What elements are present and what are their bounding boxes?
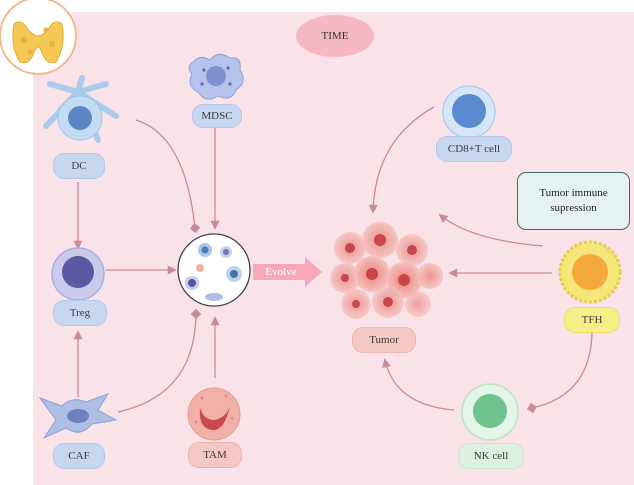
tumor-mass-icon <box>330 222 443 319</box>
evolve-label: Evolve <box>265 266 297 278</box>
mdsc-cell-icon <box>188 54 244 100</box>
tfh-to-tumor-arrow-1 <box>438 213 544 247</box>
cd8-t-cell-label: CD8+T cell <box>436 136 512 162</box>
caf-label: CAF <box>53 443 105 469</box>
tam-cell-icon <box>187 387 241 441</box>
connectors <box>73 106 593 414</box>
tfh-cell-icon <box>558 240 622 304</box>
thyroid-icon <box>0 0 77 75</box>
tumor-label: Tumor <box>352 327 416 353</box>
tfh-to-nk-arrow <box>526 329 593 414</box>
treg-cell-icon <box>51 247 105 301</box>
nk-cell-label: NK cell <box>458 443 524 469</box>
cd8-t-cell-icon <box>442 85 496 139</box>
cd8-to-tumor-arrow <box>368 106 435 214</box>
tam-label: TAM <box>188 442 242 468</box>
caf-cell-icon <box>38 393 118 440</box>
treg-label: Treg <box>53 300 107 326</box>
caf-to-mix-arrow <box>117 308 202 413</box>
background-panel <box>33 12 634 485</box>
dc-to-mix-arrow <box>135 119 201 234</box>
time-label: TIME <box>296 15 374 57</box>
dc-label: DC <box>53 153 105 179</box>
nk-to-tumor-arrow <box>382 358 455 411</box>
nk-cell-icon <box>461 383 519 441</box>
mdsc-label: MDSC <box>192 104 242 128</box>
tumor-immune-supression-note: Tumor immune supression <box>517 172 630 230</box>
evolve-arrow <box>253 257 322 287</box>
tfh-label: TFH <box>564 307 620 333</box>
dendritic-cell-icon <box>43 75 119 143</box>
immune-mix-icon <box>177 233 251 307</box>
